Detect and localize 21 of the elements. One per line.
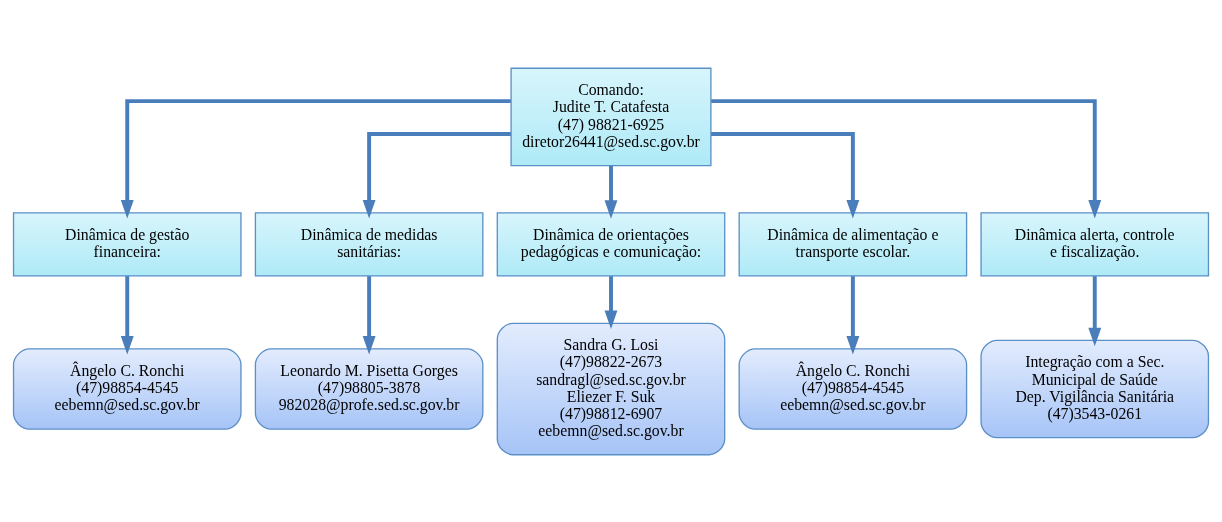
arrow — [120, 98, 511, 219]
node-box: Dinâmica de medidas sanitárias: — [254, 211, 484, 277]
arrow — [846, 275, 860, 354]
arrow — [362, 131, 511, 218]
node-box: Integração com a Sec. Municipal de Saúde Dep. Vigilância Sanitária (47)3543-0261 — [980, 339, 1210, 438]
arrow — [120, 275, 134, 354]
node-box: Leonardo M. Pisetta Gorges (47)98805-3878 982028@profe.sed.sc.gov.br — [254, 347, 484, 430]
node-box: Dinâmica alerta, controle e fiscalização. — [980, 211, 1210, 277]
arrow — [711, 131, 860, 218]
node-box: Dinâmica de orientações pedagógicas e comunicação: — [496, 211, 726, 277]
arrow — [604, 275, 618, 329]
node-box: Dinâmica de alimentação e transporte escolar. — [738, 211, 968, 277]
arrow — [1088, 275, 1102, 346]
arrow — [362, 275, 376, 354]
arrow — [604, 165, 618, 219]
arrow — [711, 98, 1102, 219]
node-box: Comando: Judite T. Catafesta (47) 98821-6925 diretor26441@sed.sc.gov.br — [510, 67, 712, 166]
node-box: Sandra G. Losi (47)98822-2673 sandragl@sed.sc.gov.br Eliezer F. Suk (47)98812-6907 eebemn@sed.sc.gov.br — [496, 322, 726, 455]
node-box: Ângelo C. Ronchi (47)98854-4545 eebemn@sed.sc.gov.br — [738, 347, 968, 430]
node-box: Ângelo C. Ronchi (47)98854-4545 eebemn@sed.sc.gov.br — [12, 347, 242, 430]
node-box: Dinâmica de gestão financeira: — [12, 211, 242, 277]
